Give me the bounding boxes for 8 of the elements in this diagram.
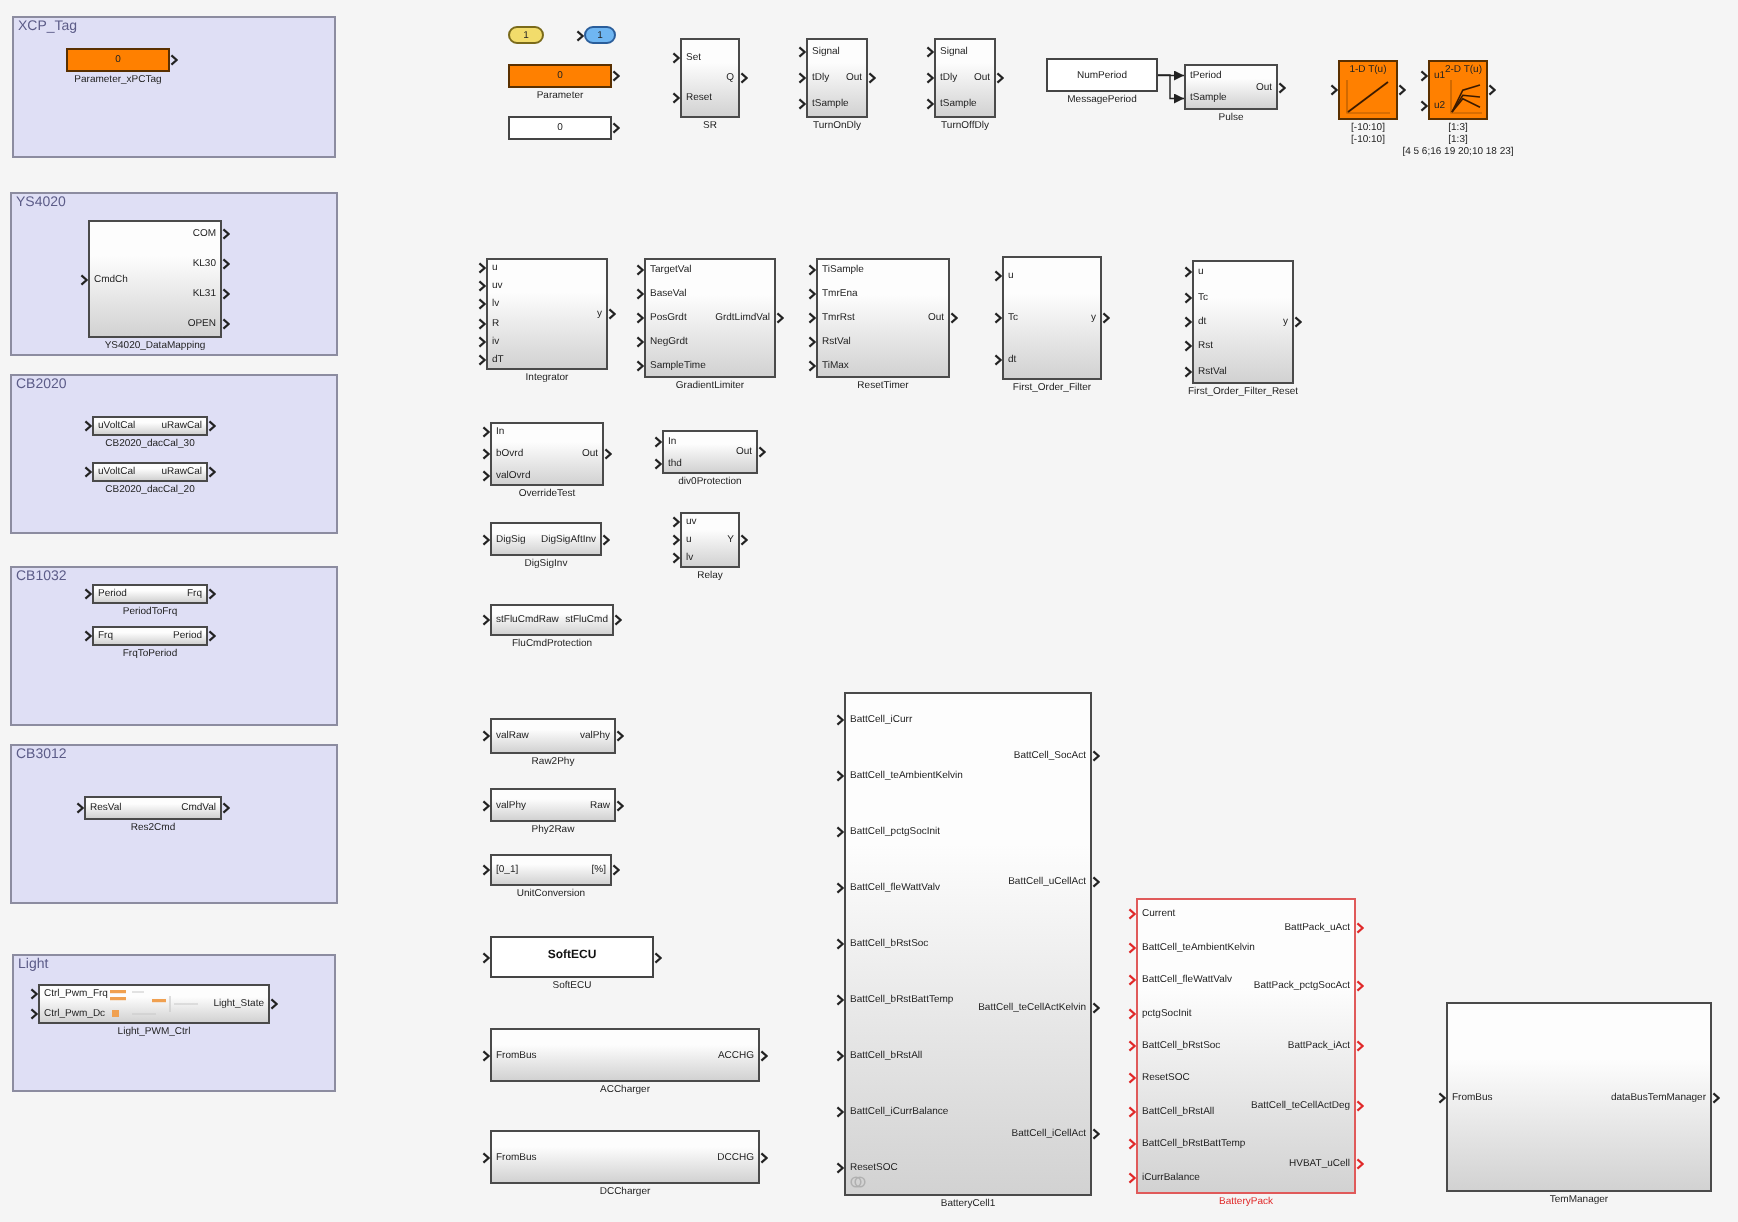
subsystem-area [10, 192, 338, 356]
goto-tag [508, 26, 544, 44]
subsystem-area [10, 744, 338, 904]
subsystem-area [10, 566, 338, 726]
subsystem-area [12, 16, 336, 158]
subsystem-area [10, 374, 338, 534]
signal-line [1157, 74, 1185, 104]
subsystem-area [12, 954, 336, 1092]
